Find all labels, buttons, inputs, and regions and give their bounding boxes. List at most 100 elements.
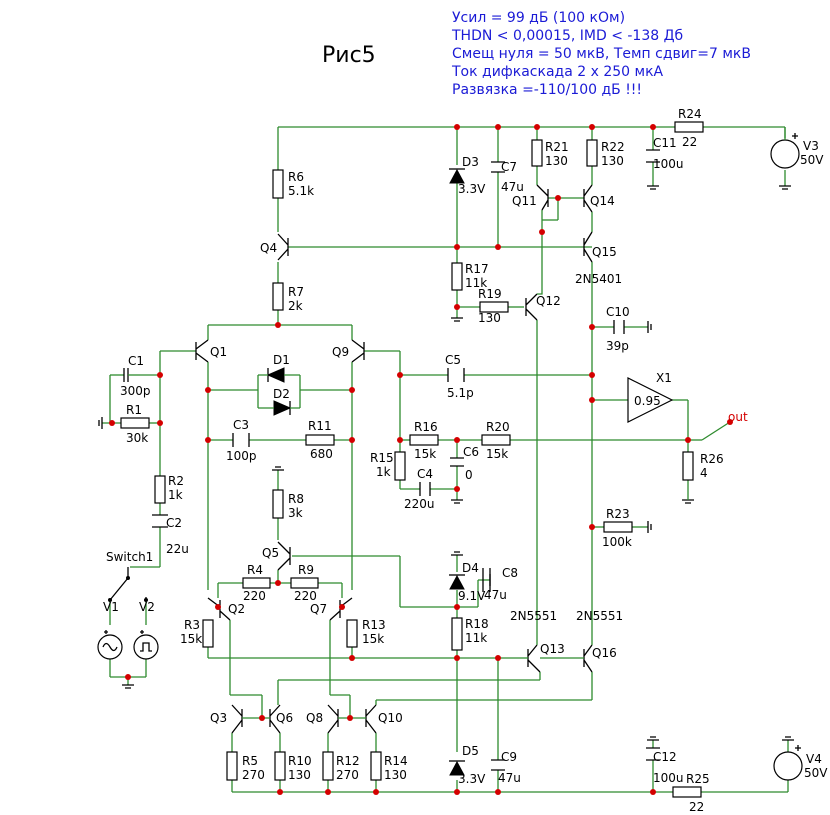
- R9-body: [290, 577, 319, 589]
- C2-plates: [152, 514, 168, 528]
- R18-value: 11k: [465, 631, 487, 645]
- R17-value: 11k: [465, 276, 487, 290]
- R13-name: R13: [362, 618, 386, 632]
- C5-value: 5.1p: [447, 386, 474, 400]
- R16-body: [409, 434, 439, 446]
- C6-value: 0: [465, 468, 473, 482]
- R3-value: 15k: [180, 632, 202, 646]
- Q3-name: Q3: [210, 711, 227, 725]
- R2-name: R2: [168, 474, 184, 488]
- D5-triangle: [449, 760, 465, 776]
- D3-triangle: [449, 168, 465, 184]
- R5-value: 270: [242, 768, 265, 782]
- C3-value: 100p: [226, 449, 257, 463]
- D1-name: D1: [273, 353, 290, 367]
- V3-name: V3: [803, 139, 819, 153]
- R19-name: R19: [478, 287, 502, 301]
- Q11-name: Q11: [512, 194, 537, 208]
- D3-name: D3: [462, 155, 479, 169]
- R24-body: [674, 121, 704, 133]
- C10-plates: [613, 320, 625, 334]
- R22-name: R22: [601, 140, 625, 154]
- C11-plates: [646, 149, 660, 163]
- R6-body: [272, 169, 284, 199]
- Q11-body: [536, 184, 549, 211]
- R14-name: R14: [384, 754, 408, 768]
- diodes: D1 D2 D3 3.3V D4 9.1V D5 3.3V: [258, 155, 486, 786]
- C10-value: 39p: [606, 339, 629, 353]
- R11-value: 680: [310, 447, 333, 461]
- V3-value: 50V: [800, 153, 824, 167]
- Q1-body: [195, 339, 209, 363]
- C4-name: C4: [417, 467, 433, 481]
- R24-name: R24: [678, 107, 702, 121]
- C11-name: C11: [653, 136, 677, 150]
- R24-value: 22: [682, 135, 697, 149]
- R11-name: R11: [308, 419, 332, 433]
- R14-value: 130: [384, 768, 407, 782]
- R20-name: R20: [486, 420, 510, 434]
- Q8-body: [327, 704, 339, 734]
- C12-name: C12: [653, 750, 677, 764]
- V4-name: V4: [806, 752, 822, 766]
- V4-value: 50V: [804, 766, 828, 780]
- D5-value: 3.3V: [458, 772, 486, 786]
- C9-name: C9: [501, 750, 517, 764]
- V2-circle: [133, 634, 159, 660]
- R19-value: 130: [478, 311, 501, 325]
- R9-name: R9: [298, 563, 314, 577]
- D4-value: 9.1V: [458, 589, 486, 603]
- spec-line-1: Усил = 99 дБ (100 кОм): [452, 10, 625, 26]
- C8-value: 47u: [484, 588, 507, 602]
- figure-title: Рис5: [322, 43, 376, 68]
- C7-name: C7: [501, 160, 517, 174]
- C12-value: 100u: [653, 771, 684, 785]
- Q13-part: 2N5551: [510, 609, 557, 623]
- C9-value: 47u: [498, 771, 521, 785]
- C12-plates: [646, 747, 660, 761]
- C5-name: C5: [445, 353, 461, 367]
- R23-value: 100k: [602, 535, 632, 549]
- R23-body: [603, 521, 633, 533]
- C7-value: 47u: [501, 180, 524, 194]
- junction-dots: [109, 124, 691, 795]
- V3-circle: [770, 139, 800, 169]
- C4-value: 220u: [404, 497, 435, 511]
- Q8-name: Q8: [306, 711, 323, 725]
- R10-body: [274, 751, 286, 781]
- R8-name: R8: [288, 492, 304, 506]
- Q15-name: Q15: [592, 245, 617, 259]
- C2-value: 22u: [166, 542, 189, 556]
- R9-value: 220: [294, 589, 317, 603]
- R20-body: [481, 434, 511, 446]
- Q5-body: [277, 541, 291, 571]
- R11-body: [305, 434, 335, 446]
- R10-name: R10: [288, 754, 312, 768]
- spec-line-2: THDN < 0,00015, IMD < -138 Дб: [451, 28, 683, 44]
- R21-name: R21: [545, 140, 569, 154]
- V1-name: V1: [103, 600, 119, 614]
- C6-name: C6: [463, 445, 479, 459]
- R15-name: R15: [370, 451, 394, 465]
- R4-value: 220: [243, 589, 266, 603]
- C4-plates: [419, 482, 431, 496]
- switch-label: Switch1: [106, 550, 153, 564]
- Q5-name: Q5: [262, 546, 279, 560]
- C1-plates: [123, 368, 129, 382]
- R1-body: [120, 417, 150, 429]
- R7-name: R7: [288, 285, 304, 299]
- R10-value: 130: [288, 768, 311, 782]
- R4-name: R4: [247, 563, 263, 577]
- buffer-name: X1: [656, 371, 672, 385]
- Q15-body: [583, 231, 593, 263]
- Q4-name: Q4: [260, 241, 277, 255]
- R25-name: R25: [686, 772, 710, 786]
- R15-body: [394, 451, 406, 481]
- C10-name: C10: [606, 305, 630, 319]
- Q14-name: Q14: [590, 194, 615, 208]
- Q9-body: [351, 339, 365, 363]
- Q10-name: Q10: [378, 711, 403, 725]
- C7-plates: [491, 161, 505, 173]
- R26-name: R26: [700, 452, 724, 466]
- C3-plates: [232, 433, 250, 447]
